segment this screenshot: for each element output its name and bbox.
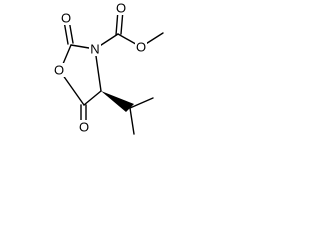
atom-c5-carbonyl-oxygen: O — [79, 120, 89, 135]
atom-labels: O N O O O O — [53, 1, 147, 135]
molecule-structure: O N O O O O — [53, 1, 164, 135]
bond-c4-c5 — [83, 90, 102, 106]
isopropyl-group — [101, 91, 154, 135]
atom-ester-oxygen: O — [136, 40, 146, 55]
bond-isopropyl-methyl-down — [129, 107, 135, 135]
wedge-bond-c4-isopropyl — [101, 91, 134, 112]
atom-ester-carbonyl-oxygen: O — [116, 1, 126, 16]
methyl-carbamate — [94, 9, 164, 50]
atom-c2-carbonyl-oxygen: O — [61, 11, 71, 26]
atom-ring-nitrogen: N — [90, 42, 99, 57]
bond-isopropyl-methyl-right — [129, 97, 154, 109]
atom-ring-oxygen: O — [54, 63, 64, 78]
